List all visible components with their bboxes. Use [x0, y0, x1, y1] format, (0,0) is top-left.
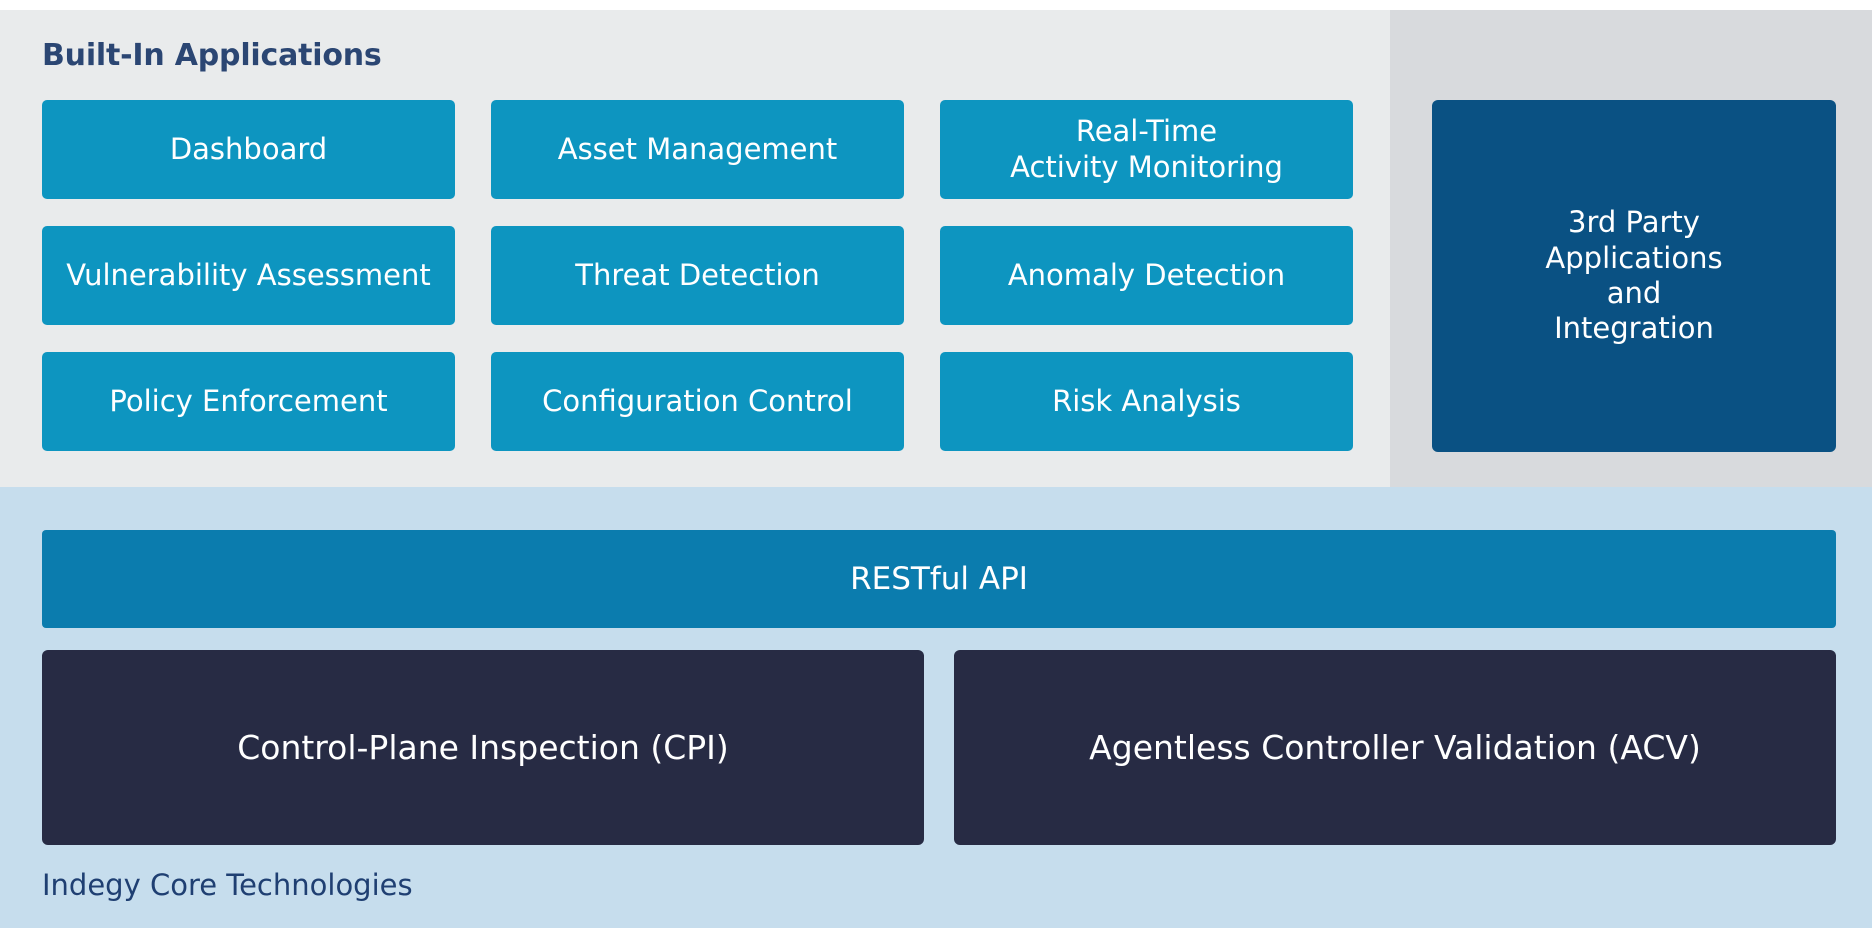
- app-tile-label: Risk Analysis: [1052, 383, 1241, 418]
- app-tile-label: Dashboard: [169, 131, 328, 166]
- core-box-label: Agentless Controller Validation (ACV): [1089, 728, 1701, 767]
- application-tile-grid: Dashboard Asset Management Real-Time Act…: [42, 100, 1353, 452]
- restful-api-bar[interactable]: RESTful API: [42, 530, 1836, 628]
- app-tile-label: Asset Management: [557, 131, 838, 166]
- app-tile-label: Anomaly Detection: [1007, 257, 1286, 292]
- app-tile-dashboard[interactable]: Dashboard: [42, 100, 455, 199]
- app-tile-label: Threat Detection: [575, 257, 820, 292]
- core-box-control-plane-inspection[interactable]: Control-Plane Inspection (CPI): [42, 650, 924, 845]
- indegy-core-technologies-label: Indegy Core Technologies: [42, 868, 413, 902]
- app-tile-label: Real-Time Activity Monitoring: [1010, 114, 1283, 184]
- app-tile-vulnerability-assessment[interactable]: Vulnerability Assessment: [42, 226, 455, 325]
- core-box-agentless-controller-validation[interactable]: Agentless Controller Validation (ACV): [954, 650, 1836, 845]
- third-party-label: 3rd Party Applications and Integration: [1545, 205, 1723, 346]
- third-party-applications-box[interactable]: 3rd Party Applications and Integration: [1432, 100, 1836, 452]
- core-box-label: Control-Plane Inspection (CPI): [237, 728, 729, 767]
- app-tile-anomaly-detection[interactable]: Anomaly Detection: [940, 226, 1353, 325]
- app-tile-threat-detection[interactable]: Threat Detection: [491, 226, 904, 325]
- app-tile-label: Configuration Control: [542, 383, 853, 418]
- app-tile-policy-enforcement[interactable]: Policy Enforcement: [42, 352, 455, 451]
- restful-api-label: RESTful API: [850, 561, 1028, 597]
- app-tile-label: Policy Enforcement: [109, 383, 388, 418]
- app-tile-label: Vulnerability Assessment: [66, 257, 431, 292]
- built-in-applications-title: Built-In Applications: [42, 38, 382, 73]
- app-tile-risk-analysis[interactable]: Risk Analysis: [940, 352, 1353, 451]
- app-tile-configuration-control[interactable]: Configuration Control: [491, 352, 904, 451]
- app-tile-real-time-activity-monitoring[interactable]: Real-Time Activity Monitoring: [940, 100, 1353, 199]
- app-tile-asset-management[interactable]: Asset Management: [491, 100, 904, 199]
